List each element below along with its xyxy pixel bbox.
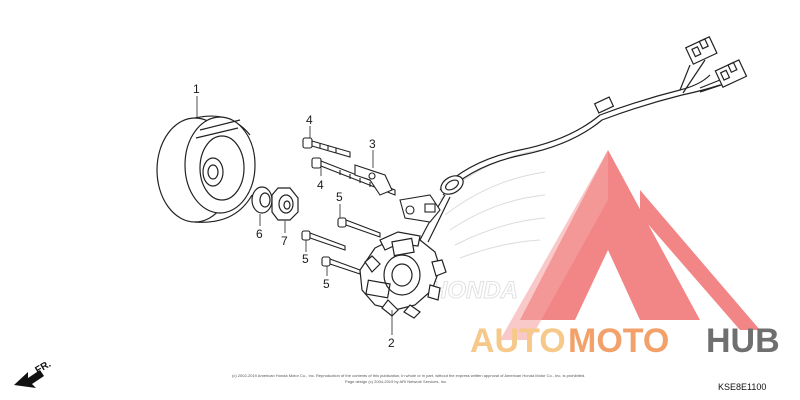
watermark-wordmark: AUTO MOTO HUB xyxy=(470,322,780,360)
front-label: FR. xyxy=(34,359,54,377)
bolt-5-upper xyxy=(337,217,381,238)
front-arrow-icon xyxy=(14,370,44,388)
bolt-5-middle xyxy=(301,230,346,251)
callout-5-middle: 5 xyxy=(302,252,309,266)
callout-1: 1 xyxy=(193,82,200,96)
diagram-code: KSE8E1100 xyxy=(718,382,766,392)
flywheel-nut xyxy=(271,187,299,221)
callout-6: 6 xyxy=(256,227,263,241)
ghost-brand-text: HONDA xyxy=(430,277,518,304)
callout-5-upper: 5 xyxy=(336,190,343,204)
honda-wing-ghost-logo: HONDA xyxy=(430,149,546,305)
bolt-4-upper xyxy=(302,137,351,158)
flywheel xyxy=(156,115,256,223)
copyright-line-1: (c) 2002-2019 American Honda Motor Co., … xyxy=(232,373,585,378)
callout-2: 2 xyxy=(388,336,395,350)
bolt-5-lower xyxy=(321,256,361,275)
cable-clamp xyxy=(354,164,393,196)
watermark-moto: MOTO xyxy=(568,322,669,360)
copyright-notice: (c) 2002-2019 American Honda Motor Co., … xyxy=(232,373,585,384)
callout-7: 7 xyxy=(281,234,288,248)
callout-numbers: 1 2 3 4 4 5 5 5 6 7 xyxy=(193,82,395,350)
callout-leaders xyxy=(196,96,393,335)
callout-4-upper: 4 xyxy=(306,113,313,127)
wiring-harness xyxy=(419,36,748,243)
watermark-triangle xyxy=(500,150,760,340)
washer xyxy=(251,186,273,214)
watermark-hub: HUB xyxy=(706,322,780,360)
pulse-generator xyxy=(399,194,441,223)
callout-4-lower: 4 xyxy=(317,178,324,192)
callout-3: 3 xyxy=(369,137,376,151)
stator xyxy=(359,231,447,319)
copyright-line-2: Page design (c) 2004-2019 by ARI Network… xyxy=(345,379,447,384)
front-direction-indicator: FR. xyxy=(14,359,53,388)
watermark-auto: AUTO xyxy=(470,322,566,360)
callout-5-lower: 5 xyxy=(323,277,330,291)
